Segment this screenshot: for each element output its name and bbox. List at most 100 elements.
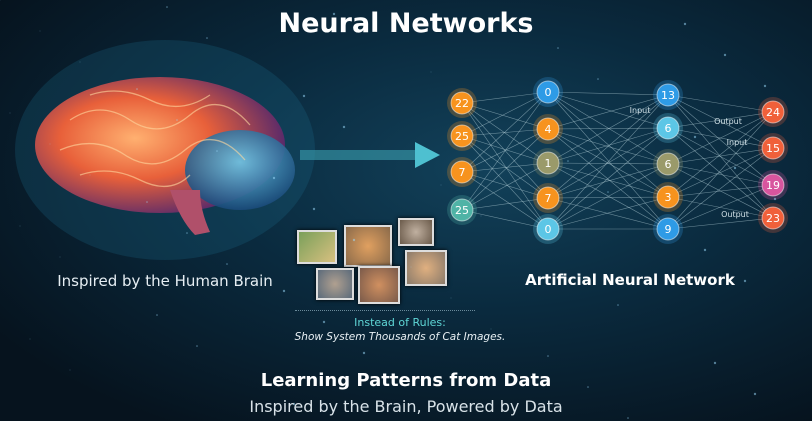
edge [667, 111, 774, 129]
star [59, 256, 61, 258]
network-node: 6 [653, 149, 683, 179]
edge [547, 162, 669, 198]
network-node: 9 [653, 214, 683, 244]
network-node: 13 [653, 80, 683, 110]
star [567, 160, 569, 162]
edge [667, 111, 774, 165]
star [332, 12, 336, 16]
node-label: 9 [665, 223, 672, 236]
edge [547, 91, 669, 198]
node-label: 24 [766, 106, 780, 119]
tagline: Inspired by the Brain, Powered by Data [249, 397, 563, 416]
star [440, 184, 442, 186]
rules-body: Show System Thousands of Cat Images. [294, 331, 506, 343]
edge [461, 91, 549, 104]
node-label: 1 [545, 157, 552, 170]
star [617, 304, 619, 306]
network-node: 0 [533, 77, 563, 107]
star [577, 273, 579, 275]
star [29, 338, 31, 340]
star [773, 197, 777, 201]
edge [547, 94, 669, 199]
star [146, 201, 148, 203]
edge [667, 147, 774, 165]
edge [667, 196, 774, 219]
network-node: 24 [758, 97, 788, 127]
star [9, 112, 11, 114]
star [753, 392, 757, 396]
edge [547, 127, 669, 230]
edges [461, 91, 774, 230]
star [292, 402, 296, 406]
star [743, 279, 747, 283]
star [627, 417, 629, 419]
node-label: 7 [545, 192, 552, 205]
star [703, 248, 707, 252]
edge [461, 135, 549, 199]
edge [547, 91, 669, 129]
edge [461, 91, 549, 211]
star [500, 20, 502, 22]
edge [667, 94, 774, 186]
star [272, 176, 276, 180]
node-label: 6 [665, 122, 672, 135]
edge [547, 196, 669, 199]
star [430, 71, 432, 73]
star [226, 263, 228, 265]
node-label: 25 [455, 130, 469, 143]
divider [295, 310, 475, 311]
star [49, 143, 51, 145]
network-node: 25 [447, 121, 477, 151]
star [156, 314, 158, 316]
edge [547, 94, 669, 130]
edge [461, 135, 549, 230]
edge [547, 91, 669, 96]
star [79, 61, 81, 63]
star [302, 94, 306, 98]
node-label: 3 [665, 191, 672, 204]
edge [547, 91, 669, 165]
edge-label: Output [714, 117, 742, 126]
network-node: 19 [758, 170, 788, 200]
star [39, 30, 41, 32]
network-node: 15 [758, 133, 788, 163]
star [352, 238, 356, 242]
edge [547, 127, 669, 130]
star [733, 166, 737, 170]
edge-label: Input [727, 138, 748, 147]
star [216, 150, 218, 152]
star [470, 102, 472, 104]
edge [547, 162, 669, 230]
star [136, 88, 138, 90]
edge [547, 91, 669, 230]
network-node: 4 [533, 114, 563, 144]
edge [667, 217, 774, 230]
edge [461, 209, 549, 230]
star [607, 191, 609, 193]
star [166, 6, 168, 8]
node-label: 13 [661, 89, 675, 102]
network-node: 3 [653, 182, 683, 212]
network-node: 0 [533, 214, 563, 244]
star [69, 369, 71, 371]
star [206, 37, 208, 39]
edge [667, 127, 774, 186]
edge [667, 127, 774, 219]
network-node: 23 [758, 203, 788, 233]
node-label: 6 [665, 158, 672, 171]
cat-image [358, 266, 400, 304]
transition-arrow [300, 142, 440, 168]
star [637, 109, 639, 111]
star [312, 207, 316, 211]
node-label: 0 [545, 86, 552, 99]
edge [667, 184, 774, 230]
edge [461, 102, 549, 230]
edge [461, 197, 549, 211]
brain-cerebellum [185, 130, 295, 210]
edge-label: Output [721, 210, 749, 219]
network-node: 7 [533, 183, 563, 213]
node-label: 4 [545, 123, 552, 136]
edge [547, 128, 669, 230]
brain-caption: Inspired by the Human Brain [57, 272, 273, 290]
